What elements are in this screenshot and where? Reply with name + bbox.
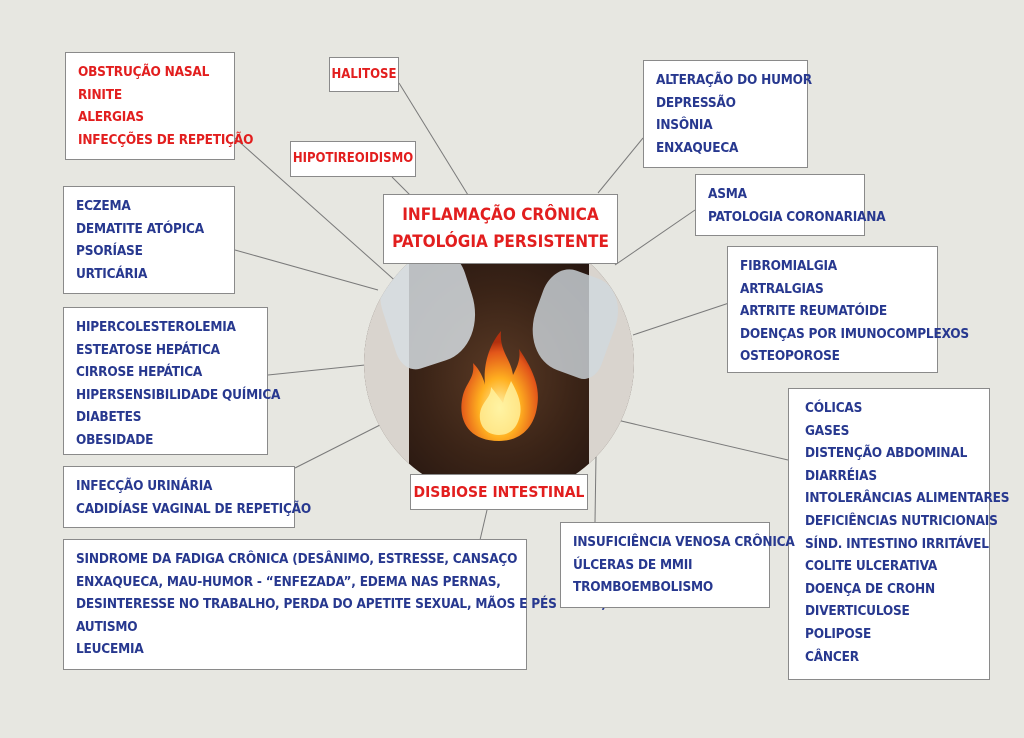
list-item: DEMATITE ATÓPICA — [76, 220, 204, 237]
list-item: INSÔNIA — [656, 117, 713, 134]
list-item: DIVERTICULOSE — [805, 603, 910, 620]
fadiga-box: SINDROME DA FADIGA CRÔNICA (DESÂNIMO, ES… — [63, 539, 607, 670]
list-item: DEPRESSÃO — [656, 94, 736, 111]
list-item: LEUCEMIA — [76, 641, 144, 658]
list-item: COLITE ULCERATIVA — [805, 558, 938, 575]
fibro-box: FIBROMIALGIA ARTRALGIAS ARTRITE REUMATÓI… — [727, 246, 969, 373]
list-item: POLIPOSE — [805, 625, 872, 642]
asma-box: ASMA PATOLOGIA CORONARIANA — [695, 174, 886, 236]
list-item: ALERGIAS — [78, 109, 144, 126]
list-item: PATOLOGIA CORONARIANA — [708, 208, 886, 225]
list-item: ECZEMA — [76, 198, 131, 214]
list-item: INTOLERÂNCIAS ALIMENTARES — [805, 490, 1010, 507]
pele-box: ECZEMA DEMATITE ATÓPICA PSORÍASE URTICÁR… — [63, 186, 235, 294]
list-item: DIABETES — [76, 409, 142, 426]
list-item: CADIDÍASE VAGINAL DE REPETIÇÃO — [76, 500, 311, 517]
list-item: OSTEOPOROSE — [740, 348, 840, 365]
list-item: DIARRÉIAS — [805, 467, 877, 484]
halitose-text: HALITOSE — [331, 67, 397, 82]
list-item: TROMBOEMBOLISMO — [573, 579, 714, 596]
hipotireoidismo-text: HIPOTIREOIDISMO — [292, 151, 414, 166]
list-item: RINITE — [78, 86, 122, 103]
list-item: PSORÍASE — [76, 243, 143, 260]
list-item: DISTENÇÃO ABDOMINAL — [805, 445, 968, 462]
venosa-box: INSUFICIÊNCIA VENOSA CRÔNICA ÚLCERAS DE … — [560, 522, 795, 608]
central-title-line1: INFLAMAÇÃO CRÔNICA — [402, 205, 599, 225]
abdomen-fire-image — [364, 228, 634, 498]
list-item: ÚLCERAS DE MMII — [573, 556, 693, 573]
intestino-box: CÓLICAS GASES DISTENÇÃO ABDOMINAL DIARRÉ… — [788, 388, 1010, 680]
central-title-line2: PATOLÓGIA PERSISTENTE — [392, 232, 609, 252]
list-item: SINDROME DA FADIGA CRÔNICA (DESÂNIMO, ES… — [76, 551, 518, 567]
list-item: HIPERCOLESTEROLEMIA — [76, 319, 236, 335]
list-item: INSUFICIÊNCIA VENOSA CRÔNICA — [573, 534, 795, 550]
list-item: ESTEATOSE HEPÁTICA — [76, 341, 220, 358]
list-item: ASMA — [708, 186, 747, 202]
list-item: FIBROMIALGIA — [740, 258, 837, 274]
list-item: AUTISMO — [76, 618, 138, 635]
list-item: CÂNCER — [805, 648, 859, 665]
disbiose-text: DISBIOSE INTESTINAL — [413, 483, 585, 501]
list-item: GASES — [805, 422, 850, 439]
list-item: ENXAQUECA, MAU-HUMOR - “ENFEZADA”, EDEMA… — [76, 573, 501, 590]
list-item: ARTRITE REUMATÓIDE — [740, 303, 887, 320]
list-item: CIRROSE HEPÁTICA — [76, 364, 203, 381]
central-title-box: INFLAMAÇÃO CRÔNICA PATOLÓGIA PERSISTENTE — [383, 194, 618, 264]
list-item: DESINTERESSE NO TRABALHO, PERDA DO APETI… — [76, 596, 607, 613]
hipotireoidismo-label: HIPOTIREOIDISMO — [290, 141, 416, 177]
list-item: DEFICIÊNCIAS NUTRICIONAIS — [805, 512, 998, 529]
list-item: DOENÇA DE CROHN — [805, 580, 935, 597]
urinaria-box: INFECÇÃO URINÁRIA CADIDÍASE VAGINAL DE R… — [63, 466, 311, 528]
figado-box: HIPERCOLESTEROLEMIA ESTEATOSE HEPÁTICA C… — [63, 307, 281, 455]
list-item: INFECÇÕES DE REPETIÇÃO — [78, 131, 254, 148]
disbiose-label: DISBIOSE INTESTINAL — [410, 474, 588, 510]
fire-icon — [461, 331, 538, 441]
list-item: ARTRALGIAS — [740, 280, 824, 297]
list-item: HIPERSENSIBILIDADE QUÍMICA — [76, 386, 281, 403]
nasal-box: OBSTRUÇÃO NASAL RINITE ALERGIAS INFECÇÕE… — [65, 52, 254, 160]
humor-box: ALTERAÇÃO DO HUMOR DEPRESSÃO INSÔNIA ENX… — [643, 60, 812, 168]
list-item: URTICÁRIA — [76, 265, 148, 282]
list-item: INFECÇÃO URINÁRIA — [76, 478, 213, 494]
halitose-label: HALITOSE — [329, 57, 399, 92]
list-item: OBESIDADE — [76, 431, 154, 448]
list-item: SÍND. INTESTINO IRRITÁVEL — [805, 535, 989, 552]
list-item: ENXAQUECA — [656, 139, 739, 156]
list-item: CÓLICAS — [805, 400, 863, 416]
list-item: DOENÇAS POR IMUNOCOMPLEXOS — [740, 325, 969, 342]
list-item: OBSTRUÇÃO NASAL — [78, 64, 210, 80]
list-item: ALTERAÇÃO DO HUMOR — [656, 72, 812, 88]
